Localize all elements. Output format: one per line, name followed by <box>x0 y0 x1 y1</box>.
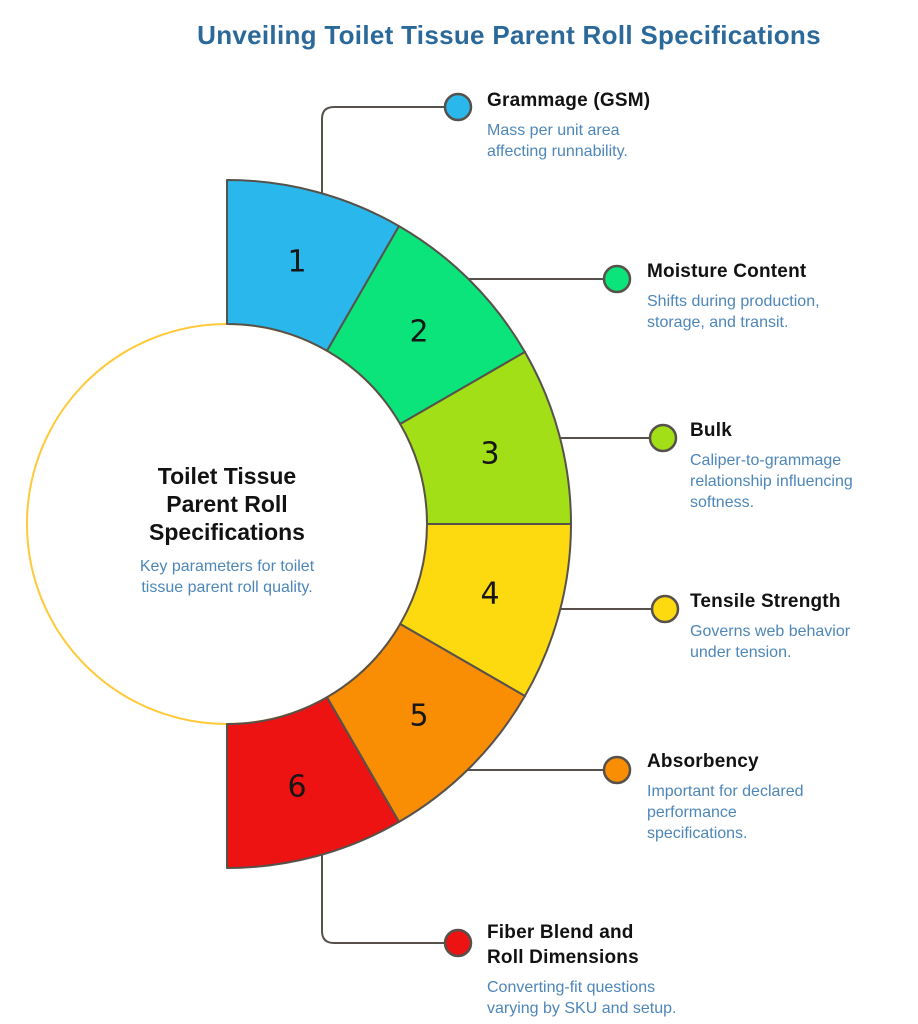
segment-4-number: 4 <box>480 577 499 612</box>
segment-2-number: 2 <box>409 315 428 350</box>
item-6-label-block: Fiber Blend and Roll Dimensions Converti… <box>487 920 676 1019</box>
item-desc-line: Caliper-to-grammage <box>690 452 842 469</box>
segment-1-number: 1 <box>287 245 306 280</box>
item-1-desc: Mass per unit area affecting runnability… <box>487 120 650 162</box>
center-subtitle-line: tissue parent roll quality. <box>141 579 313 596</box>
item-1-title: Grammage (GSM) <box>487 88 650 113</box>
item-4-label-block: Tensile Strength Governs web behavior un… <box>690 589 850 663</box>
item-title-line: Fiber Blend and <box>487 922 634 943</box>
item-desc-line: storage, and transit. <box>647 314 789 331</box>
item-title-line: Tensile Strength <box>690 591 841 612</box>
item-6-desc: Converting-fit questions varying by SKU … <box>487 977 676 1019</box>
item-3-dot <box>648 423 678 453</box>
item-4-title: Tensile Strength <box>690 589 850 614</box>
item-3-title: Bulk <box>690 418 853 443</box>
item-3-desc: Caliper-to-grammage relationship influen… <box>690 450 853 513</box>
center-text: Toilet Tissue Parent Roll Specifications… <box>27 462 427 598</box>
item-desc-line: affecting runnability. <box>487 143 628 160</box>
center-title-line: Specifications <box>149 519 305 545</box>
item-desc-line: relationship influencing <box>690 473 853 490</box>
item-5-desc: Important for declared performance speci… <box>647 781 804 844</box>
segment-6-number: 6 <box>287 770 306 805</box>
item-desc-line: Converting-fit questions <box>487 979 656 996</box>
item-6-title: Fiber Blend and Roll Dimensions <box>487 920 676 970</box>
segment-5-number: 5 <box>409 699 428 734</box>
item-title-line: Roll Dimensions <box>487 947 639 968</box>
connector-line-1 <box>321 106 459 197</box>
item-desc-line: varying by SKU and setup. <box>487 1000 677 1017</box>
item-desc-line: softness. <box>690 494 755 511</box>
item-desc-line: under tension. <box>690 644 792 661</box>
item-1-label-block: Grammage (GSM) Mass per unit area affect… <box>487 88 650 162</box>
item-desc-line: Shifts during production, <box>647 293 820 310</box>
item-title-line: Absorbency <box>647 751 759 772</box>
item-2-dot <box>602 264 632 294</box>
page-title: Unveiling Toilet Tissue Parent Roll Spec… <box>197 20 821 50</box>
item-4-desc: Governs web behavior under tension. <box>690 621 850 663</box>
center-title-line: Toilet Tissue <box>157 463 297 489</box>
segment-6 <box>226 696 400 869</box>
item-3-label-block: Bulk Caliper-to-grammage relationship in… <box>690 418 853 513</box>
item-4-dot <box>650 594 680 624</box>
segment-3-number: 3 <box>480 437 499 472</box>
item-5-dot <box>602 755 632 785</box>
item-2-desc: Shifts during production, storage, and t… <box>647 291 820 333</box>
center-subtitle-line: Key parameters for toilet <box>139 558 315 575</box>
item-title-line: Bulk <box>690 420 732 441</box>
center-title-line: Parent Roll <box>166 491 288 517</box>
item-2-label-block: Moisture Content Shifts during productio… <box>647 259 820 333</box>
item-title-line: Grammage (GSM) <box>487 90 651 111</box>
item-desc-line: Governs web behavior <box>690 623 851 640</box>
item-5-label-block: Absorbency Important for declared perfor… <box>647 749 804 844</box>
item-1-dot <box>443 92 473 122</box>
item-desc-line: Important for declared <box>647 783 804 800</box>
item-2-title: Moisture Content <box>647 259 820 284</box>
item-title-line: Moisture Content <box>647 261 807 282</box>
item-5-title: Absorbency <box>647 749 804 774</box>
center-title: Toilet Tissue Parent Roll Specifications <box>27 462 427 546</box>
item-desc-line: performance <box>647 804 737 821</box>
item-desc-line: specifications. <box>647 825 748 842</box>
center-subtitle: Key parameters for toilet tissue parent … <box>27 556 427 598</box>
item-desc-line: Mass per unit area <box>487 122 620 139</box>
item-6-dot <box>443 928 473 958</box>
connector-line-6 <box>321 851 459 944</box>
